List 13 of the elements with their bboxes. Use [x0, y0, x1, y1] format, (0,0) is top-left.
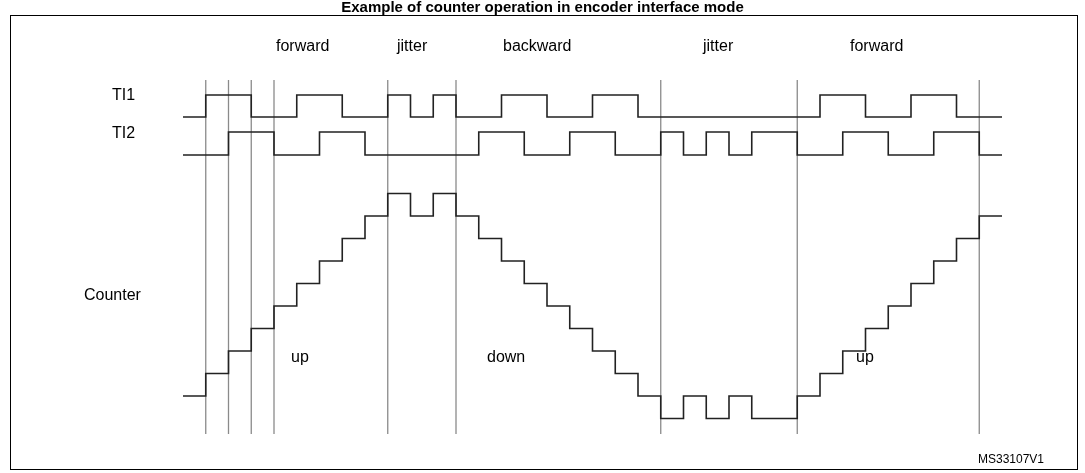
phase-label: up [291, 349, 309, 365]
phase-label: jitter [397, 38, 428, 54]
figure-id: MS33107V1 [978, 453, 1045, 465]
figure-title: Example of counter operation in encoder interface mode [340, 0, 745, 14]
signal-name: TI1 [112, 87, 136, 103]
phase-label: forward [276, 38, 330, 54]
signal-name: Counter [84, 287, 141, 303]
phase-label: up [856, 349, 874, 365]
phase-label: jitter [703, 38, 734, 54]
signal-name: TI2 [112, 125, 136, 141]
phase-label: backward [503, 38, 572, 54]
phase-label: forward [850, 38, 904, 54]
phase-label: down [487, 349, 526, 365]
